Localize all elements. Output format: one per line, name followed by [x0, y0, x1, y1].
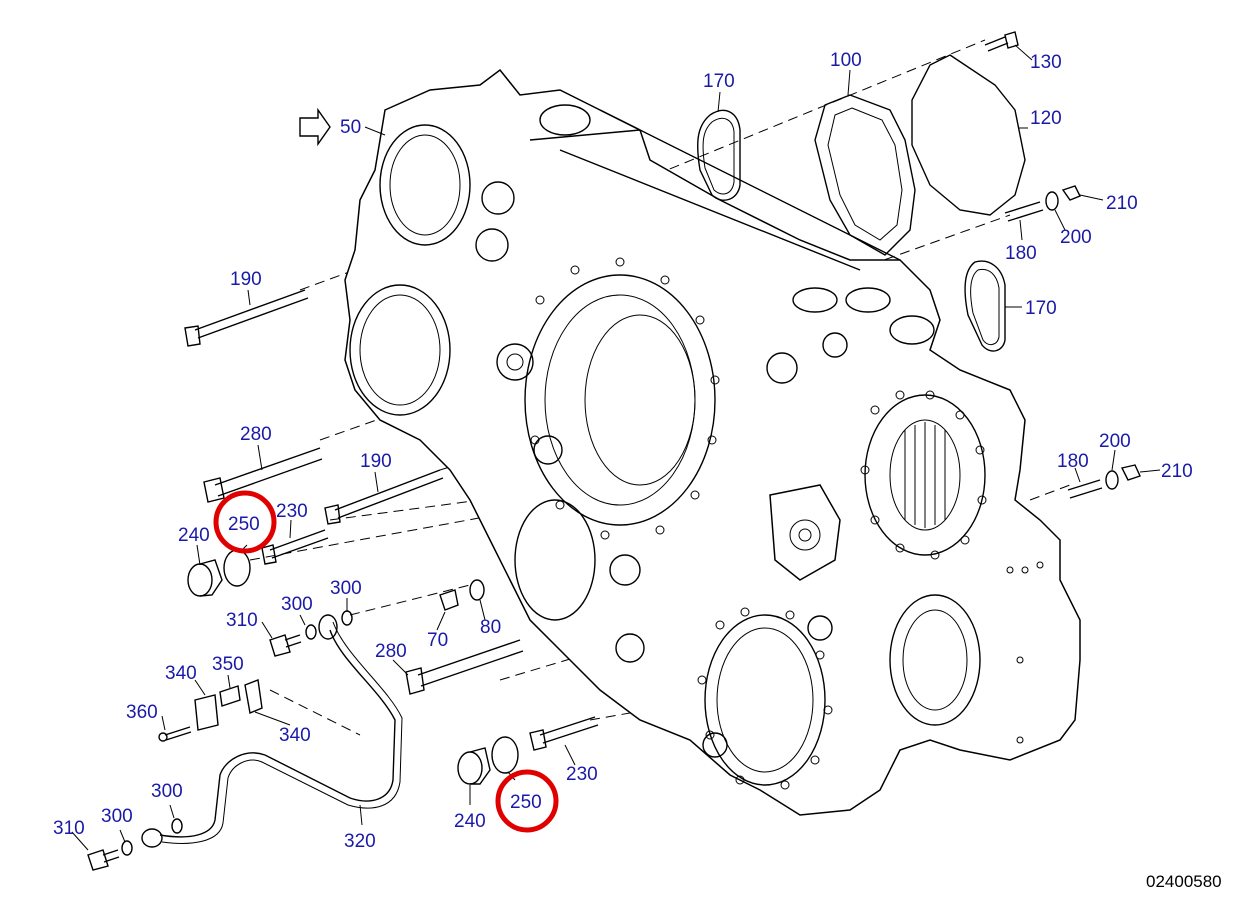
stud-nut-washer-right — [1067, 464, 1141, 499]
callout-300-a: 300 — [330, 578, 362, 599]
callout-300-b: 300 — [281, 594, 313, 615]
callout-280-lower: 280 — [375, 641, 407, 662]
bolt-130 — [984, 31, 1019, 52]
plug-240-lower — [457, 747, 491, 785]
bolt-280-upper — [203, 447, 323, 503]
callout-120: 120 — [1030, 108, 1062, 129]
callout-310-lower: 310 — [53, 818, 85, 839]
callout-360: 360 — [126, 702, 158, 723]
callout-210-top: 210 — [1106, 193, 1138, 214]
banjo-bolt-310-lower — [87, 818, 183, 871]
callout-labels: 50 100 130 120 170 170 210 200 180 190 2… — [53, 50, 1193, 852]
callout-200-right: 200 — [1099, 431, 1131, 452]
seal-250-upper — [223, 549, 251, 587]
oil-pipe-320 — [141, 614, 403, 848]
callout-250-upper: 250 — [228, 514, 260, 535]
callout-70: 70 — [427, 630, 448, 651]
gasket-100 — [814, 94, 916, 256]
callout-130: 130 — [1030, 52, 1062, 73]
o-ring-80 — [469, 579, 485, 601]
cover-plate-120 — [911, 54, 1026, 216]
leader-lines — [71, 44, 1161, 851]
o-ring-170-right — [964, 260, 1006, 352]
callout-340-lower: 340 — [279, 725, 311, 746]
highlight-circle-250-upper — [213, 490, 277, 554]
callout-100: 100 — [830, 50, 862, 71]
view-direction-arrow — [299, 107, 331, 147]
callout-190-lower: 190 — [360, 451, 392, 472]
bolt-190-lower — [324, 469, 444, 525]
bolt-190-upper — [184, 289, 309, 347]
callout-190-upper: 190 — [230, 269, 262, 290]
callout-240-upper: 240 — [178, 525, 210, 546]
callout-280-upper: 280 — [240, 424, 272, 445]
callout-80: 80 — [480, 617, 501, 638]
bolt-230-lower — [529, 716, 599, 751]
callout-300-d: 300 — [101, 806, 133, 827]
bolt-280-lower — [405, 639, 524, 695]
callout-180-right: 180 — [1057, 451, 1089, 472]
clamp-340-350-360 — [158, 679, 263, 742]
bolt-holes — [530, 257, 1044, 790]
callout-230-lower: 230 — [566, 764, 598, 785]
highlight-circle-250-lower — [495, 769, 559, 833]
highlight-markers — [213, 490, 559, 833]
callout-170-top: 170 — [703, 71, 735, 92]
seal-250-lower — [491, 736, 519, 774]
callout-320: 320 — [344, 831, 376, 852]
bolt-230-upper — [261, 529, 329, 565]
o-ring-170-top — [697, 109, 741, 201]
stud-nut-washer-top — [1004, 185, 1081, 222]
drawing-reference-number: 02400580 — [1146, 872, 1222, 891]
callout-240-lower: 240 — [454, 811, 486, 832]
callout-340-upper: 340 — [165, 663, 197, 684]
callout-350: 350 — [212, 654, 244, 675]
callout-300-c: 300 — [151, 781, 183, 802]
callout-180-top: 180 — [1005, 243, 1037, 264]
callout-250-lower: 250 — [510, 792, 542, 813]
plug-240-upper — [187, 559, 223, 597]
gearbox-housing — [344, 68, 1081, 816]
callout-170-right: 170 — [1025, 298, 1057, 319]
callout-210-right: 210 — [1161, 461, 1193, 482]
callout-50: 50 — [340, 117, 361, 138]
callout-310-upper: 310 — [226, 610, 258, 631]
plug-70 — [439, 589, 459, 611]
callout-200-top: 200 — [1060, 227, 1092, 248]
callout-230-upper: 230 — [276, 501, 308, 522]
